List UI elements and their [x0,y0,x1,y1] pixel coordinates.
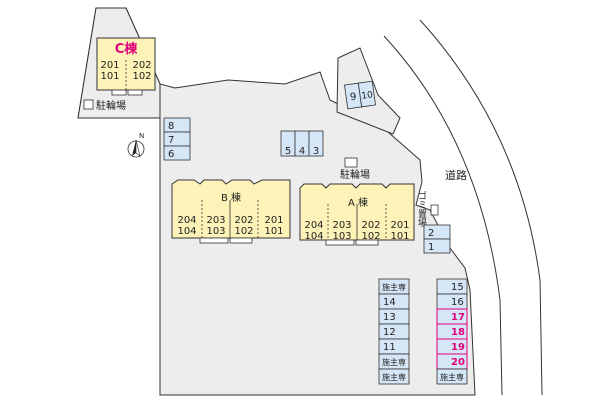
building-a-unit-101: 101 [390,231,409,242]
building-a-unit-103: 103 [332,231,351,242]
parking-group-bottom-left: 施主専 14 13 12 11 施主専 施主専 [378,278,410,385]
building-b-unit-102: 102 [234,226,253,237]
parking-9-label: 9 [349,92,357,104]
parking-group-center: 5 4 3 [280,130,324,157]
parking-4-label: 4 [299,146,305,157]
parking-18-label: 18 [451,327,465,338]
parking-11-label: 11 [383,342,396,353]
north-label: N [139,132,144,140]
building-a-unit-102: 102 [361,231,380,242]
parking-group-bottom-right: 15 16 17 18 19 20 施主専 [436,278,468,385]
building-b-unit-201: 201 [264,215,283,226]
road-label: 道路 [445,168,467,182]
building-a: A 棟 204 104 203 103 202 102 201 101 [299,183,415,246]
building-b-unit-103: 103 [206,226,225,237]
building-a-unit-104: 104 [304,231,323,242]
building-b-unit-203: 203 [206,215,225,226]
parking-17-label: 17 [451,312,465,323]
building-a-unit-203: 203 [332,220,351,231]
parking-12-label: 12 [383,327,396,338]
parking-7-label: 7 [168,135,174,146]
parking-8-label: 8 [168,121,174,132]
bike-parking-center-icon [344,157,358,168]
road-edge-inner [383,35,503,396]
building-b-unit-101: 101 [264,226,283,237]
building-c-unit-102: 102 [132,71,151,82]
parking-10-label: 10 [361,90,374,102]
building-b-unit-202: 202 [234,215,253,226]
parking-16-label: 16 [451,297,464,308]
building-b-unit-104: 104 [177,226,196,237]
parking-6-label: 6 [168,149,174,160]
building-c: C棟 201 101 202 102 [96,37,156,96]
parking-owner-2-label: 施主専 [382,357,406,367]
parking-5-label: 5 [285,146,291,157]
building-b-unit-204: 204 [177,215,196,226]
parking-owner-4-label: 施主専 [440,372,464,382]
parking-group-right-pair: 2 1 [423,224,451,254]
building-b: B 棟 204 104 203 103 202 102 201 101 [171,179,291,244]
parking-3-label: 3 [313,146,319,157]
building-a-unit-201: 201 [390,220,409,231]
parking-14-label: 14 [383,297,396,308]
garbage-label: ゴミ置場 [416,190,427,228]
parking-15-label: 15 [451,282,464,293]
parking-2-label: 2 [428,228,434,239]
bike-parking-center-label: 駐輪場 [340,168,370,181]
building-c-unit-201: 201 [100,60,119,71]
road-edge-outer [419,19,543,396]
bike-parking-left-icon [83,99,94,110]
parking-20-label: 20 [451,357,465,368]
garbage-icon [430,204,439,216]
building-a-name: A 棟 [348,196,368,209]
building-c-name: C棟 [115,41,139,57]
parking-1-label: 1 [428,242,434,253]
building-a-unit-204: 204 [304,220,323,231]
parking-19-label: 19 [451,342,465,353]
parking-group-top-right: 9 10 [344,80,376,110]
parking-13-label: 13 [383,312,396,323]
building-a-unit-202: 202 [361,220,380,231]
parking-owner-3-label: 施主専 [382,372,406,382]
north-arrow-icon: N [127,132,145,158]
parking-group-left: 8 7 6 [163,117,191,161]
building-c-unit-202: 202 [132,60,151,71]
building-b-name: B 棟 [221,191,241,204]
bike-parking-left-label: 駐輪場 [96,99,126,112]
parking-owner-1-label: 施主専 [382,282,406,292]
building-c-unit-101: 101 [100,71,119,82]
